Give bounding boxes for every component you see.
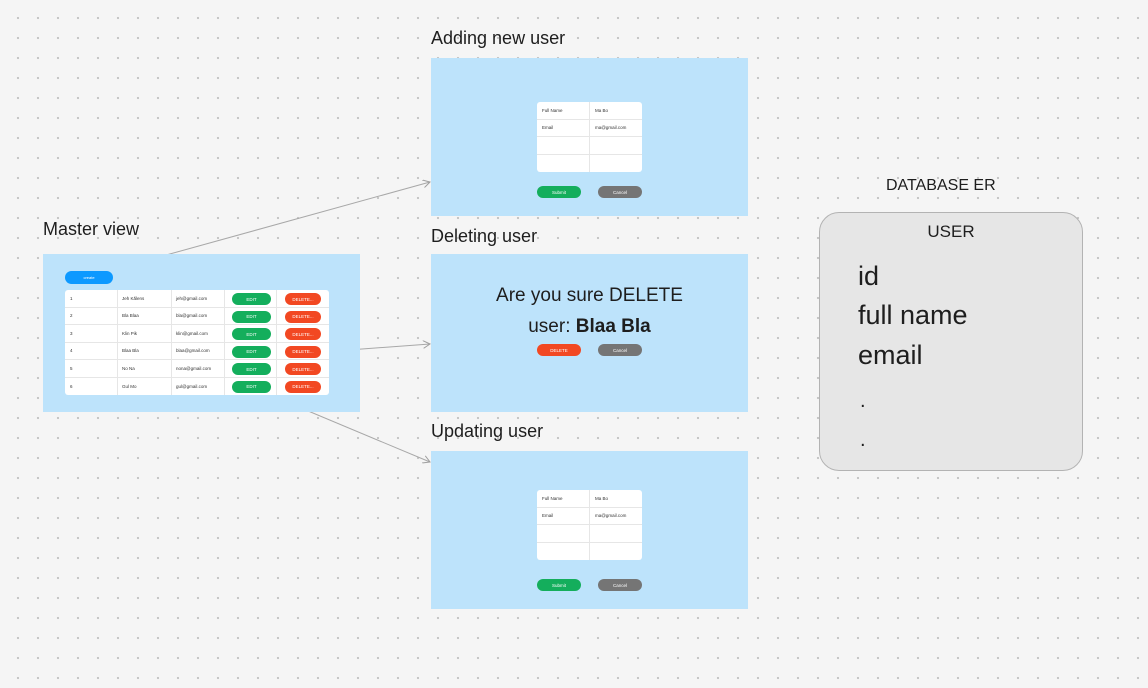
form-divider xyxy=(589,102,590,172)
table-divider xyxy=(276,290,277,395)
edit-button[interactable]: EDIT xyxy=(232,380,271,393)
table-row: 1 Jeh Kălens jeh@gmail.com EDIT DELETE..… xyxy=(65,290,329,308)
deleting-user-label: Deleting user xyxy=(431,226,538,246)
row-name: No Na xyxy=(122,365,135,371)
database-er-title: DATABASE ER xyxy=(886,177,996,194)
master-view-label: Master view xyxy=(43,219,140,239)
delete-button[interactable]: DELETE... xyxy=(285,293,321,305)
email-label: Email xyxy=(542,125,554,131)
entity-field: id xyxy=(858,261,880,291)
row-id: 1 xyxy=(70,295,73,301)
form-row-empty xyxy=(537,543,642,561)
edit-button[interactable]: EDIT xyxy=(232,293,271,305)
row-name: Jeh Kălens xyxy=(122,295,145,301)
cancel-button[interactable]: Cancel xyxy=(598,579,642,591)
table-row: 5 No Na nona@gmail.com EDIT DELETE... xyxy=(65,360,329,378)
table-divider xyxy=(224,290,225,395)
form-row: Full Name Ma Bo xyxy=(537,102,642,120)
row-email: klin@gmail.com xyxy=(176,330,208,336)
entity-ellipsis: . xyxy=(860,390,866,412)
entity-ellipsis: . xyxy=(860,429,866,451)
submit-button[interactable]: Submit xyxy=(537,579,581,591)
delete-user-prefix: user: xyxy=(528,316,576,337)
row-email: bla@gmail.com xyxy=(176,313,208,319)
cancel-button[interactable]: Cancel xyxy=(598,186,642,198)
confirm-delete-button[interactable]: DELETE xyxy=(537,344,581,356)
entity-field: full name xyxy=(858,300,968,330)
cancel-delete-button[interactable]: Cancel xyxy=(598,344,642,356)
delete-button[interactable]: DELETE... xyxy=(285,345,321,358)
entity-name: USER xyxy=(927,222,975,241)
edit-button[interactable]: EDIT xyxy=(232,328,271,340)
submit-button[interactable]: Submit xyxy=(537,186,581,198)
fullname-label: Full Name xyxy=(542,495,563,501)
update-user-form: Full Name Ma Bo Email ma@gmail.com xyxy=(537,490,642,560)
form-row-empty xyxy=(537,155,642,173)
row-name: Blaa Bla xyxy=(122,348,139,354)
delete-question: Are you sure DELETE xyxy=(496,285,683,306)
form-row-empty xyxy=(537,525,642,543)
create-button[interactable]: create xyxy=(65,271,113,284)
table-divider xyxy=(117,290,118,395)
delete-button[interactable]: DELETE... xyxy=(285,380,321,393)
row-id: 4 xyxy=(70,348,73,354)
delete-user-name: Blaa Bla xyxy=(575,316,651,337)
table-row: 2 Bla Blaa bla@gmail.com EDIT DELETE... xyxy=(65,308,329,325)
fullname-input[interactable]: Ma Bo xyxy=(595,495,609,501)
row-name: Bla Blaa xyxy=(122,313,139,319)
add-user-form: Full Name Ma Bo Email ma@gmail.com xyxy=(537,102,642,172)
form-row: Full Name Ma Bo xyxy=(537,490,642,508)
user-entity-box: USER id full name email . . xyxy=(819,212,1083,471)
row-id: 3 xyxy=(70,330,73,336)
table-row: 3 Klin Pik klin@gmail.com EDIT DELETE... xyxy=(65,325,329,343)
user-table: 1 Jeh Kălens jeh@gmail.com EDIT DELETE..… xyxy=(65,290,329,395)
row-id: 5 xyxy=(70,365,73,371)
delete-button[interactable]: DELETE... xyxy=(285,328,321,340)
delete-question-user: user: Blaa Bla xyxy=(431,316,748,338)
fullname-input[interactable]: Ma Bo xyxy=(595,107,609,113)
row-email: nona@gmail.com xyxy=(176,365,212,371)
email-label: Email xyxy=(542,513,554,519)
entity-field: email xyxy=(858,340,923,370)
table-divider xyxy=(171,290,172,395)
delete-button[interactable]: DELETE... xyxy=(285,310,321,323)
fullname-label: Full Name xyxy=(542,107,563,113)
master-view-frame: create 1 Jeh Kălens jeh@gmail.com EDIT D… xyxy=(43,254,360,412)
edit-button[interactable]: EDIT xyxy=(232,345,271,358)
adding-user-label: Adding new user xyxy=(431,28,566,48)
form-row-empty xyxy=(537,137,642,155)
row-id: 2 xyxy=(70,313,73,319)
row-name: Klin Pik xyxy=(122,330,138,336)
updating-user-label: Updating user xyxy=(431,421,544,441)
update-user-frame: Full Name Ma Bo Email ma@gmail.com Submi… xyxy=(431,451,748,609)
row-email: jeh@gmail.com xyxy=(176,295,208,301)
add-user-frame: Full Name Ma Bo Email ma@gmail.com Submi… xyxy=(431,58,748,216)
edit-button[interactable]: EDIT xyxy=(232,310,271,323)
table-row: 6 Gul Mo gul@gmail.com EDIT DELETE... xyxy=(65,378,329,396)
edit-button[interactable]: EDIT xyxy=(232,363,271,375)
row-id: 6 xyxy=(70,383,73,389)
table-row: 4 Blaa Bla blaa@gmail.com EDIT DELETE... xyxy=(65,343,329,360)
delete-button[interactable]: DELETE... xyxy=(285,363,321,375)
delete-user-frame: Are you sure DELETE user: Blaa Bla DELET… xyxy=(431,254,748,412)
form-divider xyxy=(589,490,590,560)
row-name: Gul Mo xyxy=(122,383,137,389)
email-input[interactable]: ma@gmail.com xyxy=(595,513,627,519)
form-row: Email ma@gmail.com xyxy=(537,508,642,525)
email-input[interactable]: ma@gmail.com xyxy=(595,125,627,131)
form-row: Email ma@gmail.com xyxy=(537,120,642,137)
row-email: blaa@gmail.com xyxy=(176,348,210,354)
row-email: gul@gmail.com xyxy=(176,383,208,389)
